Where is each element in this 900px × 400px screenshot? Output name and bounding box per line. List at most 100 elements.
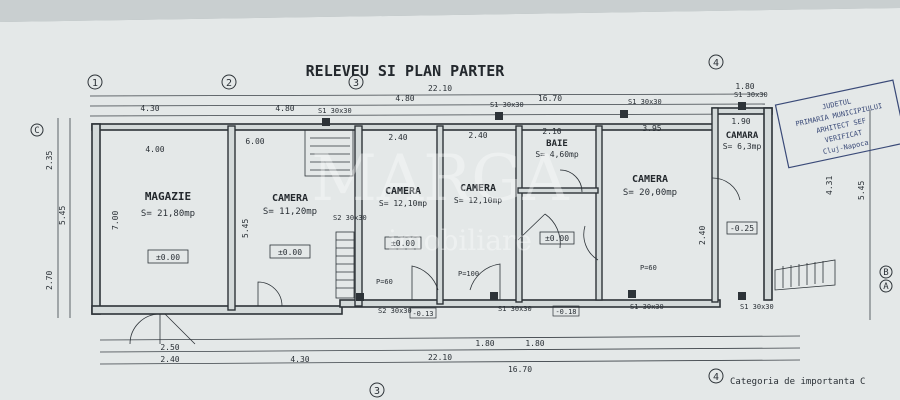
- axis-label-3-bottom: 3: [374, 386, 380, 397]
- dim-bottom-seg-3: 4.30: [290, 355, 309, 364]
- room-name: BAIE: [546, 139, 568, 149]
- axis-bubble-3: [348, 74, 364, 90]
- room-camera-4: CAMERA S= 20,00mp: [623, 174, 677, 198]
- room-width-6: 3.95: [642, 124, 661, 133]
- room-level: -0.25: [730, 224, 754, 233]
- door-swing-camera2: [411, 265, 439, 300]
- axis-label-b: B: [883, 268, 888, 278]
- level-outside-2: -0.18: [555, 308, 576, 316]
- axis-bubble-b: [879, 265, 893, 279]
- wall-axis-3: [354, 125, 363, 307]
- axis-bubble-3-bottom: [369, 382, 385, 398]
- room-area: S= 11,20mp: [263, 207, 317, 217]
- room-width-3: 2.40: [388, 133, 407, 142]
- level-box-2: [552, 305, 580, 317]
- axis-bubble-2: [221, 74, 237, 90]
- wall-magazie-camera: [227, 125, 236, 311]
- dim-bottom-seg-1: 2.50: [160, 343, 179, 352]
- room-area: S= 6,3mp: [723, 142, 762, 151]
- dim-top-seg-2: 4.80: [275, 104, 294, 113]
- room-width-4: 2.40: [468, 131, 487, 140]
- door-swing-magazie: [129, 313, 161, 345]
- dim-bottom-seg-5: 1.80: [525, 339, 544, 348]
- stair-treads-lower: [336, 239, 354, 289]
- stairs: [304, 129, 836, 299]
- dim-right-seg-2: 5.45: [857, 181, 866, 200]
- wall-camera-baie: [515, 125, 523, 303]
- bottom-dim-line-1: [99, 335, 801, 341]
- dim-bottom-seg-4: 1.80: [475, 339, 494, 348]
- axis-bubble-4: [708, 54, 724, 70]
- wall-right: [763, 107, 773, 301]
- level-tag-box: [384, 236, 422, 250]
- dim-top-seg-1: 4.30: [140, 104, 159, 113]
- wall-baie-bottom: [517, 187, 599, 194]
- exterior-walls: [91, 107, 773, 315]
- room-depth-3: 2.40: [698, 226, 707, 245]
- stair-treads: [310, 137, 350, 171]
- column-s1: [620, 110, 628, 118]
- interior-walls: [227, 107, 719, 311]
- room-magazie: MAGAZIE S= 21,80mp ±0.00: [141, 190, 195, 264]
- column-s1: [628, 290, 636, 298]
- column-label-2: S1 30x30: [490, 101, 524, 109]
- door-swing-hall: [517, 213, 561, 249]
- wall-camera-camera: [436, 125, 444, 305]
- room-camera-1: CAMERA S= 11,20mp ±0.00: [263, 193, 317, 259]
- column-label-9: S2 30x30: [333, 214, 367, 222]
- dim-top-total: 22.10: [428, 84, 452, 93]
- axis-label-1: 1: [92, 78, 98, 89]
- room-name: CAMERA: [632, 174, 668, 185]
- room-area: S= 12,10mp: [379, 199, 427, 208]
- label-p-window-2: P=60: [640, 264, 657, 272]
- exterior-stair-treads: [782, 261, 824, 288]
- column-label-7: S1 30x30: [630, 303, 664, 311]
- label-p-window: P=60: [376, 278, 393, 286]
- axis-bubble-1: [87, 74, 103, 90]
- room-area: S= 12,10mp: [454, 196, 502, 205]
- top-dim-line-3: [89, 113, 766, 117]
- column-label-4: S1 30x30: [734, 91, 768, 99]
- wall-camera-camara: [711, 107, 719, 303]
- axis-label-c: C: [34, 126, 39, 136]
- room-area: S= 21,80mp: [141, 209, 195, 219]
- level-tag-box: [726, 221, 758, 235]
- room-width-5: 2.10: [542, 127, 561, 136]
- column-label-6: S1 30x30: [498, 305, 532, 313]
- room-depth-2: 5.45: [241, 219, 250, 238]
- room-width-1: 4.00: [145, 145, 164, 154]
- upper-stair: [304, 129, 354, 177]
- axis-bubble-4-bottom: [708, 368, 724, 384]
- room-level: ±0.00: [545, 234, 569, 243]
- lower-stair: [335, 231, 355, 299]
- top-dim-line-1: [89, 93, 766, 97]
- column-s1: [738, 292, 746, 300]
- wall-top: [91, 123, 717, 131]
- column-label-3: S1 30x30: [628, 98, 662, 106]
- room-baie: BAIE S= 4,60mp ±0.00: [535, 139, 579, 245]
- level-box-1: [409, 307, 437, 319]
- axis-label-3: 3: [353, 78, 359, 89]
- top-dim-line-2: [89, 103, 766, 107]
- level-tag-box: [539, 231, 575, 245]
- plan-title: RELEVEU SI PLAN PARTER: [306, 62, 506, 80]
- importance-note: Categoria de importanta C: [730, 377, 865, 387]
- dim-top-partial: 16.70: [538, 94, 562, 103]
- door-swing-camera1: [257, 281, 283, 307]
- doors: [129, 169, 741, 345]
- level-tag-box: [269, 244, 311, 259]
- column-label-8: S1 30x30: [740, 303, 774, 311]
- axis-label-a: A: [883, 282, 889, 292]
- room-name: CAMERA: [272, 193, 308, 204]
- label-p-door: P=100: [458, 270, 479, 278]
- room-width-2: 6.00: [245, 137, 264, 146]
- bottom-dim-line-3: [99, 359, 801, 365]
- dim-top-seg-3: 4.80: [395, 94, 414, 103]
- room-camara: CAMARA S= 6,3mp -0.25: [723, 131, 762, 235]
- room-level: ±0.00: [278, 248, 302, 257]
- room-name: CAMERA: [385, 186, 421, 197]
- axis-markers: [30, 54, 893, 398]
- door-swing-camera4: [583, 225, 599, 261]
- room-area: S= 20,00mp: [623, 188, 677, 198]
